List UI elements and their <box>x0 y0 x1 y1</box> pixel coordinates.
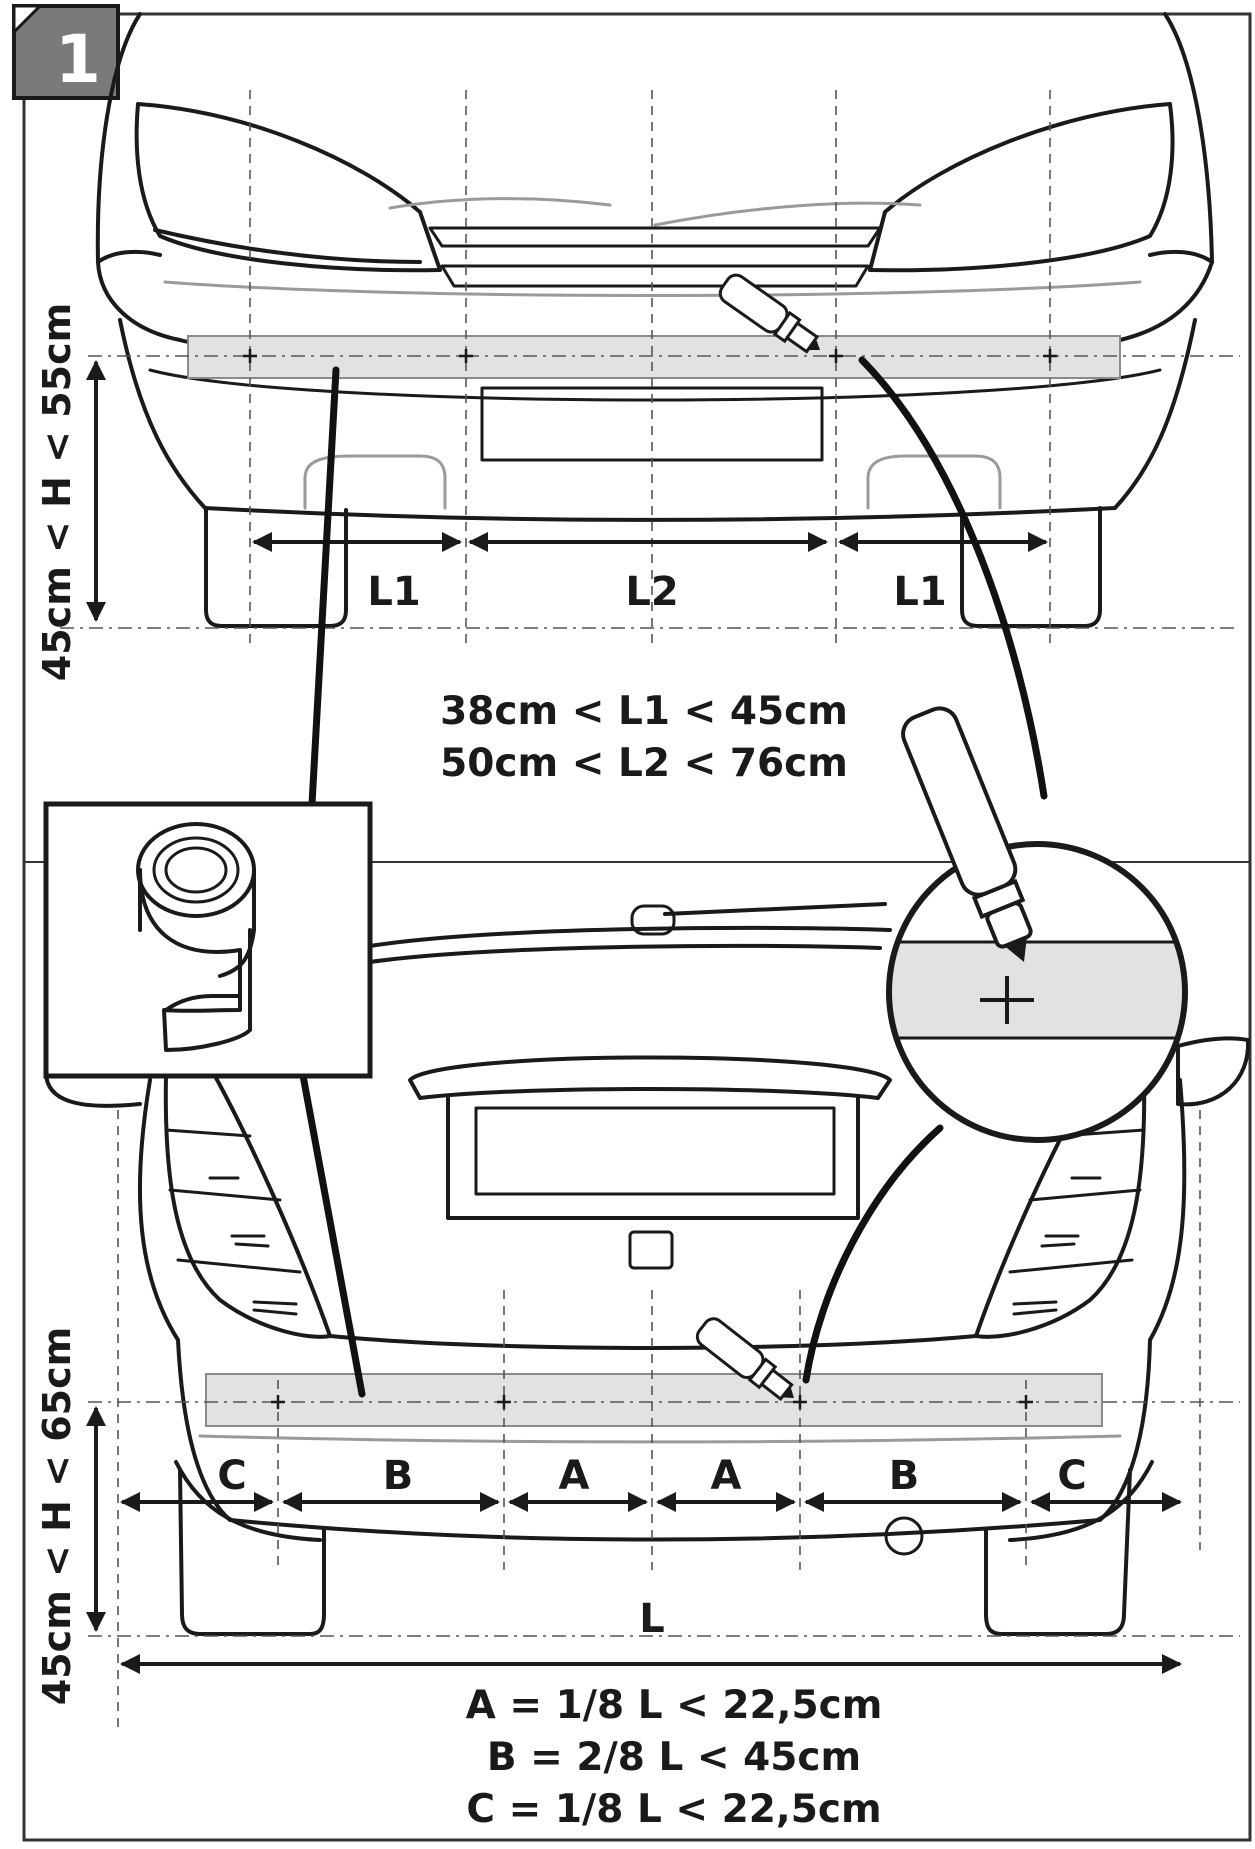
rear-dim-label-b-left: B <box>383 1453 414 1499</box>
step-badge: 1 <box>12 4 120 100</box>
right-tail-light <box>974 1074 1147 1339</box>
front-condition-l2: 50cm < L2 < 76cm <box>440 741 848 786</box>
front-guides <box>60 90 1240 650</box>
outer-frame <box>22 12 1252 1842</box>
step-number: 1 <box>55 21 101 98</box>
leader-lines <box>298 356 1048 1398</box>
front-condition-l1: 38cm < L1 < 45cm <box>440 689 848 734</box>
front-car-view <box>95 12 1214 628</box>
rear-formula-c: C = 1/8 L < 22,5cm <box>466 1787 881 1832</box>
front-height-label: 45cm < H < 55cm <box>35 303 79 681</box>
grille-slat-2 <box>440 264 870 288</box>
rear-licence-plate <box>474 1106 836 1196</box>
right-mirror <box>1176 1036 1251 1107</box>
front-marking-band <box>187 335 1121 379</box>
rear-formula-a: A = 1/8 L < 22,5cm <box>466 1683 883 1728</box>
magnifier-inset <box>886 706 1188 1143</box>
tailgate-release <box>628 1230 674 1270</box>
rear-wiper-motor <box>630 904 676 936</box>
rear-total-length-label: L <box>639 1596 665 1642</box>
rear-formula-b: B = 2/8 L < 45cm <box>487 1735 861 1780</box>
rear-dim-label-b-right: B <box>889 1453 920 1499</box>
rear-height-label: 45cm < H < 65cm <box>35 1327 79 1705</box>
tow-hitch-cap <box>884 1516 924 1556</box>
right-headlight <box>868 102 1175 273</box>
cross-mark-icon <box>980 976 1034 1024</box>
rear-dim-label-a-left: A <box>559 1453 590 1499</box>
grille-slat-1 <box>428 226 882 248</box>
adhesive-tape-roll-icon <box>136 822 256 1052</box>
front-dim-label-l2: L2 <box>625 569 678 615</box>
rear-dimensions: C B A A B C L 45cm < H < 65cm A = 1/8 L … <box>35 1327 1182 1832</box>
rear-marking-band <box>205 1373 1103 1427</box>
magnifier-frame <box>886 841 1188 1143</box>
front-dim-label-l1-right: L1 <box>893 569 946 615</box>
tape-inset-frame <box>43 801 373 1079</box>
magnified-band <box>889 940 1185 1040</box>
marker-pen-icon <box>718 273 820 354</box>
tape-inset <box>43 801 373 1079</box>
rear-dim-label-c-left: C <box>217 1453 246 1499</box>
tailgate-handle-bar <box>408 1055 892 1100</box>
rear-car-view <box>44 902 1251 1636</box>
rear-dim-label-c-right: C <box>1057 1453 1086 1499</box>
marker-pen-icon <box>695 1317 794 1402</box>
front-dim-label-l1-left: L1 <box>367 569 420 615</box>
front-dimensions: L1 L2 L1 45cm < H < 55cm 38cm < L1 < 45c… <box>35 303 1048 786</box>
rear-guides <box>88 1110 1240 1730</box>
marker-pen-icon <box>901 706 1033 962</box>
rear-dim-label-a-right: A <box>711 1453 742 1499</box>
left-tail-light <box>163 1074 332 1339</box>
left-headlight <box>134 102 442 273</box>
